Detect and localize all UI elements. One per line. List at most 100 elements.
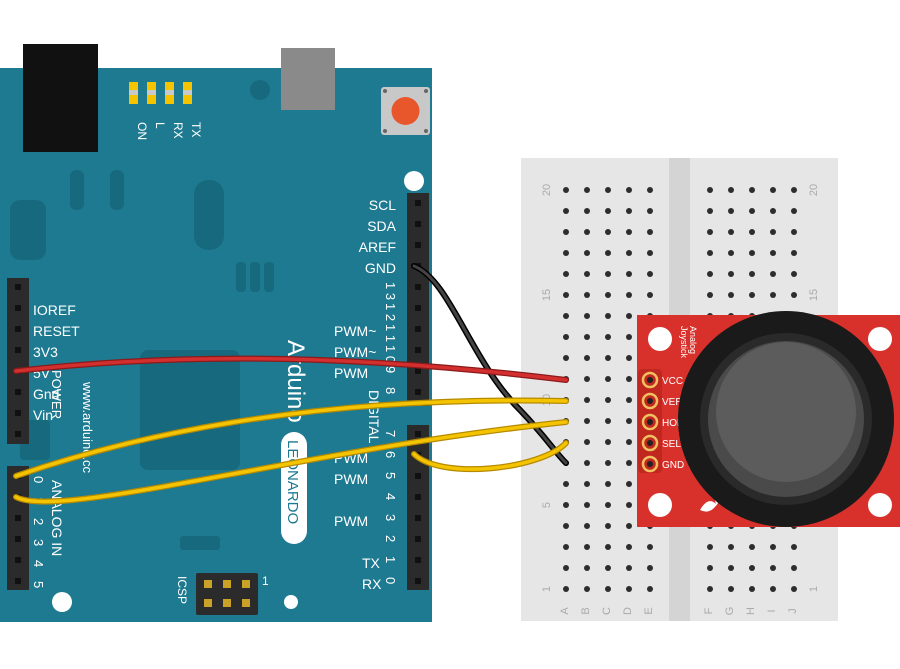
breadboard-hole	[791, 187, 797, 193]
power-jack	[23, 44, 98, 152]
breadboard-hole	[647, 208, 653, 214]
breadboard-hole	[791, 292, 797, 298]
breadboard-hole	[563, 292, 569, 298]
breadboard-hole	[626, 334, 632, 340]
pwm-label-10: PWM~	[334, 344, 376, 360]
breadboard-hole	[626, 502, 632, 508]
board-decoration	[250, 80, 270, 100]
pin-number-2: 2	[383, 535, 398, 542]
breadboard-hole	[647, 565, 653, 571]
breadboard-hole	[770, 229, 776, 235]
website-label: www.arduino.cc	[80, 381, 95, 474]
bb-col-d: D	[622, 607, 634, 615]
breadboard-hole	[749, 565, 755, 571]
bb-row-15-right: 15	[808, 289, 820, 301]
breadboard-hole	[584, 523, 590, 529]
breadboard-hole	[584, 481, 590, 487]
bb-col-i: I	[766, 609, 778, 612]
breadboard-hole	[728, 292, 734, 298]
breadboard-hole	[563, 586, 569, 592]
bb-col-a: A	[559, 607, 571, 615]
header-pin	[15, 389, 21, 395]
reset-button[interactable]	[391, 97, 420, 125]
breadboard-hole	[770, 544, 776, 550]
breadboard-hole	[749, 208, 755, 214]
pin-number-8: 8	[383, 387, 398, 394]
breadboard-hole	[584, 292, 590, 298]
pin-label-reset: RESET	[33, 323, 80, 339]
power-label: POWER	[49, 370, 64, 419]
board-decoration	[10, 200, 46, 260]
breadboard-hole	[563, 271, 569, 277]
breadboard-hole	[749, 271, 755, 277]
bb-row-20-left: 20	[541, 184, 553, 196]
breadboard-hole	[647, 292, 653, 298]
breadboard-hole	[749, 250, 755, 256]
board-pcb	[0, 68, 432, 622]
breadboard-hole	[626, 271, 632, 277]
breadboard-hole	[605, 397, 611, 403]
joystick-pin-header	[638, 369, 662, 473]
breadboard-hole	[728, 208, 734, 214]
breadboard-hole	[728, 250, 734, 256]
icsp-header	[196, 573, 258, 615]
board-decoration	[264, 262, 274, 292]
breadboard-hole	[647, 271, 653, 277]
bb-col-e: E	[643, 607, 655, 614]
breadboard-hole	[749, 544, 755, 550]
breadboard-hole	[791, 544, 797, 550]
header-pin	[415, 578, 421, 584]
pin-label-ioref: IOREF	[33, 302, 76, 318]
header-pin	[15, 410, 21, 416]
bb-col-c: C	[601, 607, 613, 615]
joystick-pad-hole	[647, 419, 653, 425]
joystick-pad-hole	[647, 377, 653, 383]
breadboard-hole	[584, 397, 590, 403]
analog-pin-5: 5	[31, 581, 46, 588]
breadboard-hole	[626, 229, 632, 235]
breadboard-hole	[626, 208, 632, 214]
joystick-pad-hole	[647, 398, 653, 404]
breadboard-hole	[647, 544, 653, 550]
breadboard-hole	[728, 187, 734, 193]
breadboard-hole	[626, 544, 632, 550]
joystick-pin-hor: HOR	[662, 418, 684, 429]
corner-mount-hole	[383, 89, 387, 93]
board-decoration	[250, 262, 260, 292]
breadboard-hole	[707, 586, 713, 592]
breadboard-hole	[728, 229, 734, 235]
breadboard-hole	[626, 313, 632, 319]
joystick-pin-ver: VER	[662, 397, 683, 408]
led-label-on: ON	[135, 122, 149, 140]
breadboard-hole	[707, 208, 713, 214]
analog-pin-2: 2	[31, 518, 46, 525]
led-label-l: L	[153, 122, 167, 129]
rx-label: RX	[362, 576, 382, 592]
digital-header-upper	[407, 193, 429, 406]
pin-label-gnd-power: Gnd	[33, 386, 59, 402]
breadboard-hole	[626, 292, 632, 298]
breadboard-hole	[584, 355, 590, 361]
breadboard-hole	[626, 439, 632, 445]
icsp-pin	[223, 599, 231, 607]
breadboard-hole	[791, 229, 797, 235]
header-pin	[415, 284, 421, 290]
breadboard-hole	[707, 187, 713, 193]
bb-row-5-left: 5	[541, 502, 553, 508]
breadboard-hole	[791, 271, 797, 277]
joystick-title-line2: Joystick	[679, 326, 689, 359]
breadboard-hole	[605, 565, 611, 571]
analog-pin-3: 3	[31, 539, 46, 546]
breadboard-hole	[770, 208, 776, 214]
bb-row-20-right: 20	[808, 184, 820, 196]
board-model: LEONARDO	[284, 440, 301, 524]
breadboard-hole	[563, 313, 569, 319]
breadboard-hole	[626, 418, 632, 424]
header-pin	[15, 515, 21, 521]
breadboard-hole	[563, 208, 569, 214]
power-header	[7, 278, 29, 444]
breadboard-hole	[584, 544, 590, 550]
pwm-label-9: PWM	[334, 365, 368, 381]
header-pin	[15, 557, 21, 563]
header-pin	[415, 305, 421, 311]
